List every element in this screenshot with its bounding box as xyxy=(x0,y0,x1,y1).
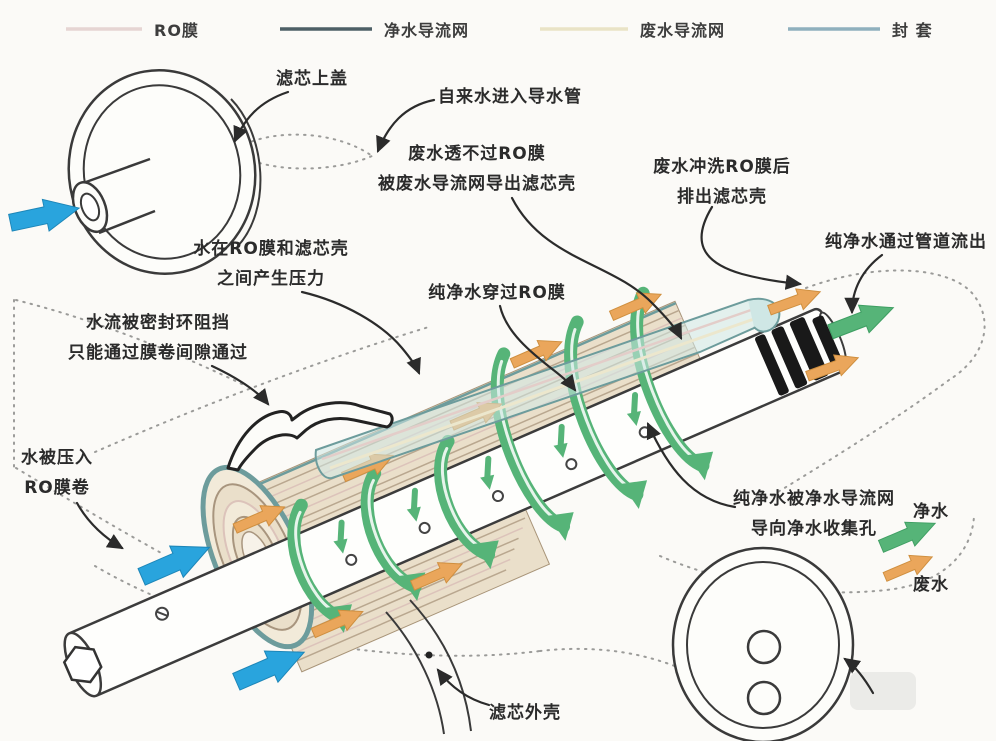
end-cap-hole-lower xyxy=(746,680,782,716)
legend-label: RO膜 xyxy=(154,21,199,40)
legend-item-ro-membrane: RO膜 xyxy=(64,18,199,40)
callout-top-cover: 滤芯上盖 xyxy=(276,68,348,89)
legend-line-envelope xyxy=(788,27,880,31)
callout-waste-blocked: 废水透不过RO膜 被废水导流网导出滤芯壳 xyxy=(378,143,576,194)
callout-seal-block: 水流被密封环阻挡 只能通过膜卷间隙通过 xyxy=(68,312,248,363)
top-cover-disc xyxy=(6,69,262,275)
callout-pressed-in: 水被压入 RO膜卷 xyxy=(21,447,93,498)
leader-lines xyxy=(75,90,884,707)
callout-inlet: 自来水进入导水管 xyxy=(438,86,582,107)
legend-line-waste-net xyxy=(540,27,628,31)
waste-net-edge-line xyxy=(329,317,755,470)
legend-label: 封 套 xyxy=(892,21,933,40)
inlet-water-arrow xyxy=(6,191,84,239)
callout-pure-out: 纯净水通过管道流出 xyxy=(825,231,987,252)
callout-shell: 滤芯外壳 xyxy=(489,702,561,723)
callout-collect: 纯净水被净水导流网 导向净水收集孔 xyxy=(733,488,895,539)
callout-waste-flush: 废水冲洗RO膜后 排出滤芯壳 xyxy=(653,156,791,207)
tube-hex-socket xyxy=(62,645,103,684)
legend-item-waste-net: 废水导流网 xyxy=(538,18,725,40)
end-cap xyxy=(671,546,855,741)
flow-label-waste: 废水 xyxy=(913,574,949,595)
flow-label-clean: 净水 xyxy=(913,501,949,522)
shell-edge xyxy=(385,599,472,735)
legend-item-clean-net: 净水导流网 xyxy=(278,18,469,40)
end-cap-hole-upper xyxy=(746,629,782,665)
legend-line-ro-membrane xyxy=(66,27,142,31)
pure-out-arrow xyxy=(824,293,900,347)
legend-item-envelope: 封 套 xyxy=(786,18,933,40)
watermark-smudge xyxy=(850,672,916,710)
legend-label: 净水导流网 xyxy=(384,21,470,40)
seal-clip xyxy=(226,401,394,472)
callout-pressure: 水在RO膜和滤芯壳 之间产生压力 xyxy=(193,238,349,289)
legend-label: 废水导流网 xyxy=(640,21,726,40)
callout-pure-through: 纯净水穿过RO膜 xyxy=(428,282,566,303)
legend-line-clean-net xyxy=(280,27,372,31)
